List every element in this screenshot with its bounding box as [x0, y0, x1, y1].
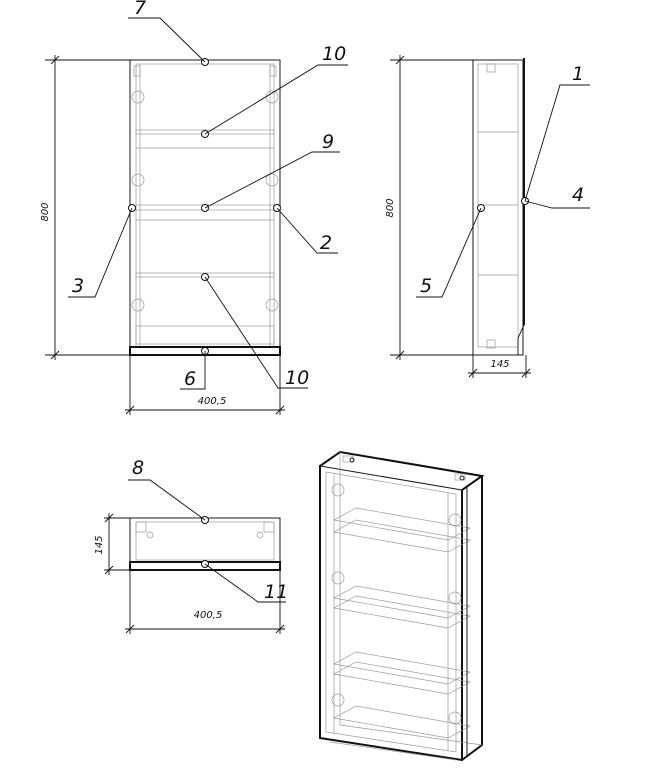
isometric-view [319, 450, 485, 762]
callout-1: 1 [572, 63, 584, 85]
callout-10-lower: 10 [285, 367, 309, 389]
side-height-dimension: 800 [385, 198, 396, 217]
callout-2: 2 [320, 232, 332, 254]
side-depth-dimension: 145 [490, 359, 509, 370]
front-view: 800 400,5 7 10 9 2 3 10 6 [40, 0, 348, 415]
top-view: 145 400,5 8 11 [94, 457, 288, 634]
front-height-dimension: 800 [40, 202, 51, 221]
callout-3: 3 [72, 275, 84, 297]
callout-10-upper: 10 [322, 43, 346, 65]
side-view: 800 145 1 4 5 [385, 55, 590, 378]
top-depth-dimension: 145 [94, 535, 105, 554]
callout-5: 5 [420, 275, 432, 297]
callout-7: 7 [134, 0, 146, 19]
callout-6: 6 [184, 368, 196, 390]
front-width-dimension: 400,5 [198, 396, 227, 407]
top-width-dimension: 400,5 [194, 610, 223, 621]
callout-8: 8 [132, 457, 144, 479]
callout-11: 11 [264, 581, 288, 603]
callout-9: 9 [322, 131, 334, 153]
callout-4: 4 [572, 184, 584, 206]
